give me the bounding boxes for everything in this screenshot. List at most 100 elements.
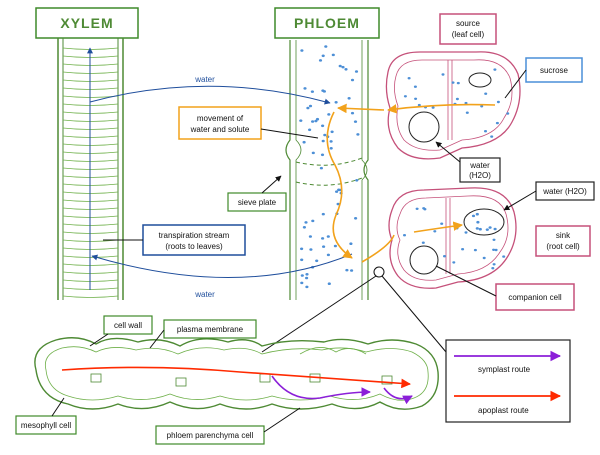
solute-dot — [305, 285, 309, 289]
solute-dot — [455, 97, 459, 101]
solute-dot — [455, 227, 459, 230]
sink-callout: sink (root cell) — [535, 225, 591, 257]
solute-dot — [464, 231, 468, 234]
solute-dot — [300, 258, 304, 262]
source-vacuole — [468, 72, 492, 88]
solute-dot — [299, 119, 303, 122]
solute-dot — [451, 81, 455, 84]
solute-dot — [475, 227, 479, 230]
solute-dot — [413, 85, 417, 88]
solute-dot — [321, 124, 325, 128]
solute-dot — [318, 59, 323, 62]
solute-dot — [354, 70, 359, 73]
sink-label-line1: sink — [556, 231, 571, 240]
cell-wall-label: cell wall — [114, 321, 142, 330]
solute-dot — [314, 119, 318, 123]
solute-dot — [329, 147, 333, 150]
solute-dot — [321, 212, 325, 216]
solute-dot — [443, 255, 446, 258]
phloem-sieve-tube: PHLOEM — [274, 7, 385, 300]
solute-dot — [356, 133, 360, 136]
sucrose-callout: sucrose — [504, 57, 583, 99]
sink-vacuole — [463, 208, 505, 236]
solute-dot — [465, 111, 469, 114]
solute-dot — [305, 276, 309, 280]
solute-dot — [484, 130, 487, 133]
phloem-title-box — [274, 7, 380, 39]
solute-dot — [330, 130, 334, 134]
solute-dot — [338, 64, 342, 68]
solute-dot — [315, 117, 320, 121]
water-h2o-right-label: water (H2O) — [542, 187, 587, 196]
solute-dot — [506, 112, 510, 115]
transpiration-callout: transpiration stream (roots to leaves) — [103, 224, 246, 256]
xylem-title-box — [35, 7, 139, 39]
sieve-plate-bottom — [295, 177, 363, 186]
solute-dot — [488, 226, 492, 229]
solute-dot — [495, 121, 499, 125]
apoplast-route-arrow — [61, 366, 411, 389]
mass-flow-arrow — [326, 111, 353, 259]
solute-dot — [308, 128, 312, 132]
solute-dot — [303, 87, 307, 90]
solute-dot — [350, 111, 355, 115]
solute-dot — [494, 248, 498, 252]
solute-dot — [485, 228, 489, 231]
solute-dot — [337, 188, 341, 192]
phloem-sap-solutes — [299, 45, 360, 289]
solute-dot — [491, 267, 495, 270]
sink-label-line2: (root cell) — [546, 242, 580, 251]
solute-dot — [414, 97, 418, 101]
solute-dot — [347, 97, 351, 100]
solute-dot — [456, 81, 460, 85]
cell-routes-panel: cell wall plasma membrane mesophyll cell… — [15, 275, 447, 445]
solute-dot — [302, 140, 306, 144]
solute-dot — [322, 90, 326, 93]
solute-dot — [354, 217, 358, 220]
solute-dot — [309, 248, 313, 251]
source-callout: source (leaf cell) — [439, 13, 497, 45]
solute-dot — [475, 212, 479, 216]
water-h2o-right-callout: water (H2O) — [503, 181, 595, 211]
solute-dot — [321, 54, 325, 58]
solute-dot — [478, 227, 482, 231]
phloem-title: PHLOEM — [294, 15, 360, 31]
solute-dot — [345, 268, 349, 272]
solute-dot — [415, 207, 419, 210]
solute-dot — [302, 226, 306, 229]
solute-dot — [305, 273, 309, 276]
solute-dot — [344, 68, 348, 71]
solute-dot — [319, 166, 323, 170]
sink-solutes — [403, 207, 506, 270]
solute-dot — [331, 53, 335, 57]
symplast-route-arrow-a — [271, 375, 371, 400]
legend-symplast-label: symplast route — [478, 365, 531, 374]
solute-dot — [321, 237, 325, 240]
sink-unloading-arrow-a — [361, 234, 395, 263]
plasmodesma-zoom-marker — [373, 266, 385, 278]
sucrose-entry-arrow — [337, 103, 385, 114]
source-label-line2: (leaf cell) — [452, 30, 485, 39]
xylem-vessel: XYLEM — [35, 7, 139, 300]
movement-callout: movement of water and solute — [178, 106, 319, 140]
solute-dot — [355, 179, 359, 182]
solute-dot — [306, 106, 310, 110]
solute-dot — [327, 282, 331, 285]
companion-cell-label: companion cell — [508, 293, 562, 302]
solute-dot — [350, 269, 354, 272]
solute-dot — [482, 256, 486, 260]
solute-dot — [461, 248, 465, 251]
cell-wall-outline — [34, 337, 439, 410]
xylem-ring — [62, 295, 119, 298]
water-label-bottom: water — [194, 290, 215, 299]
mesophyll-cell-label: mesophyll cell — [21, 421, 71, 430]
flow-arrows — [89, 85, 496, 278]
plasma-membrane-outline — [44, 346, 429, 401]
solute-dot — [492, 263, 496, 266]
sink-large-vacuole — [409, 245, 439, 275]
solute-dot — [473, 248, 477, 252]
solute-dot — [502, 255, 506, 258]
solute-dot — [492, 248, 496, 251]
water-h2o-label-line2: (H2O) — [469, 171, 491, 180]
